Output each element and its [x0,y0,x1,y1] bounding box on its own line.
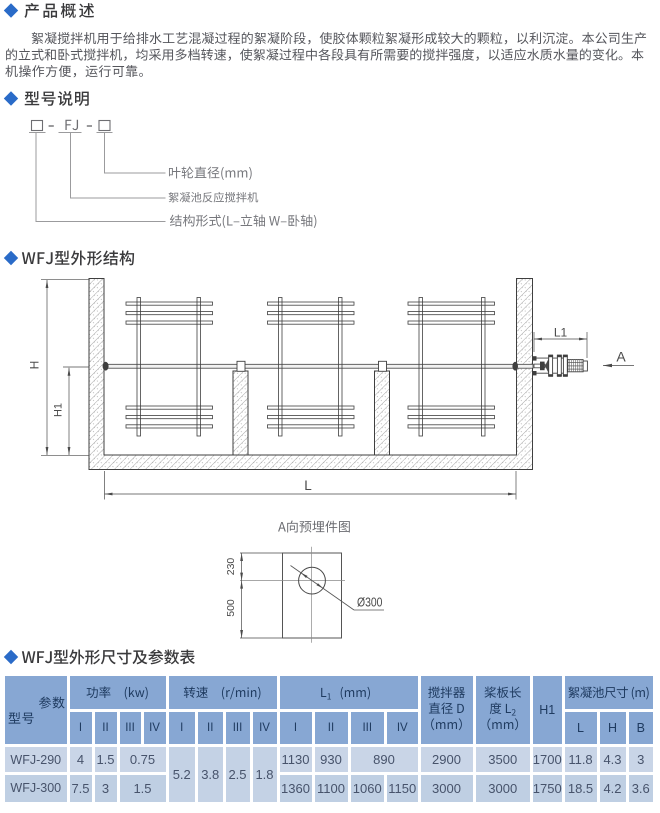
svg-text:500: 500 [225,599,237,617]
svg-text:230: 230 [225,558,237,576]
svg-text:L1: L1 [554,326,568,340]
svg-text:L: L [304,478,312,493]
svg-text:Ø300: Ø300 [357,595,383,609]
svg-text:A: A [616,349,626,365]
svg-text:H: H [28,361,42,370]
svg-text:H1: H1 [53,403,65,417]
